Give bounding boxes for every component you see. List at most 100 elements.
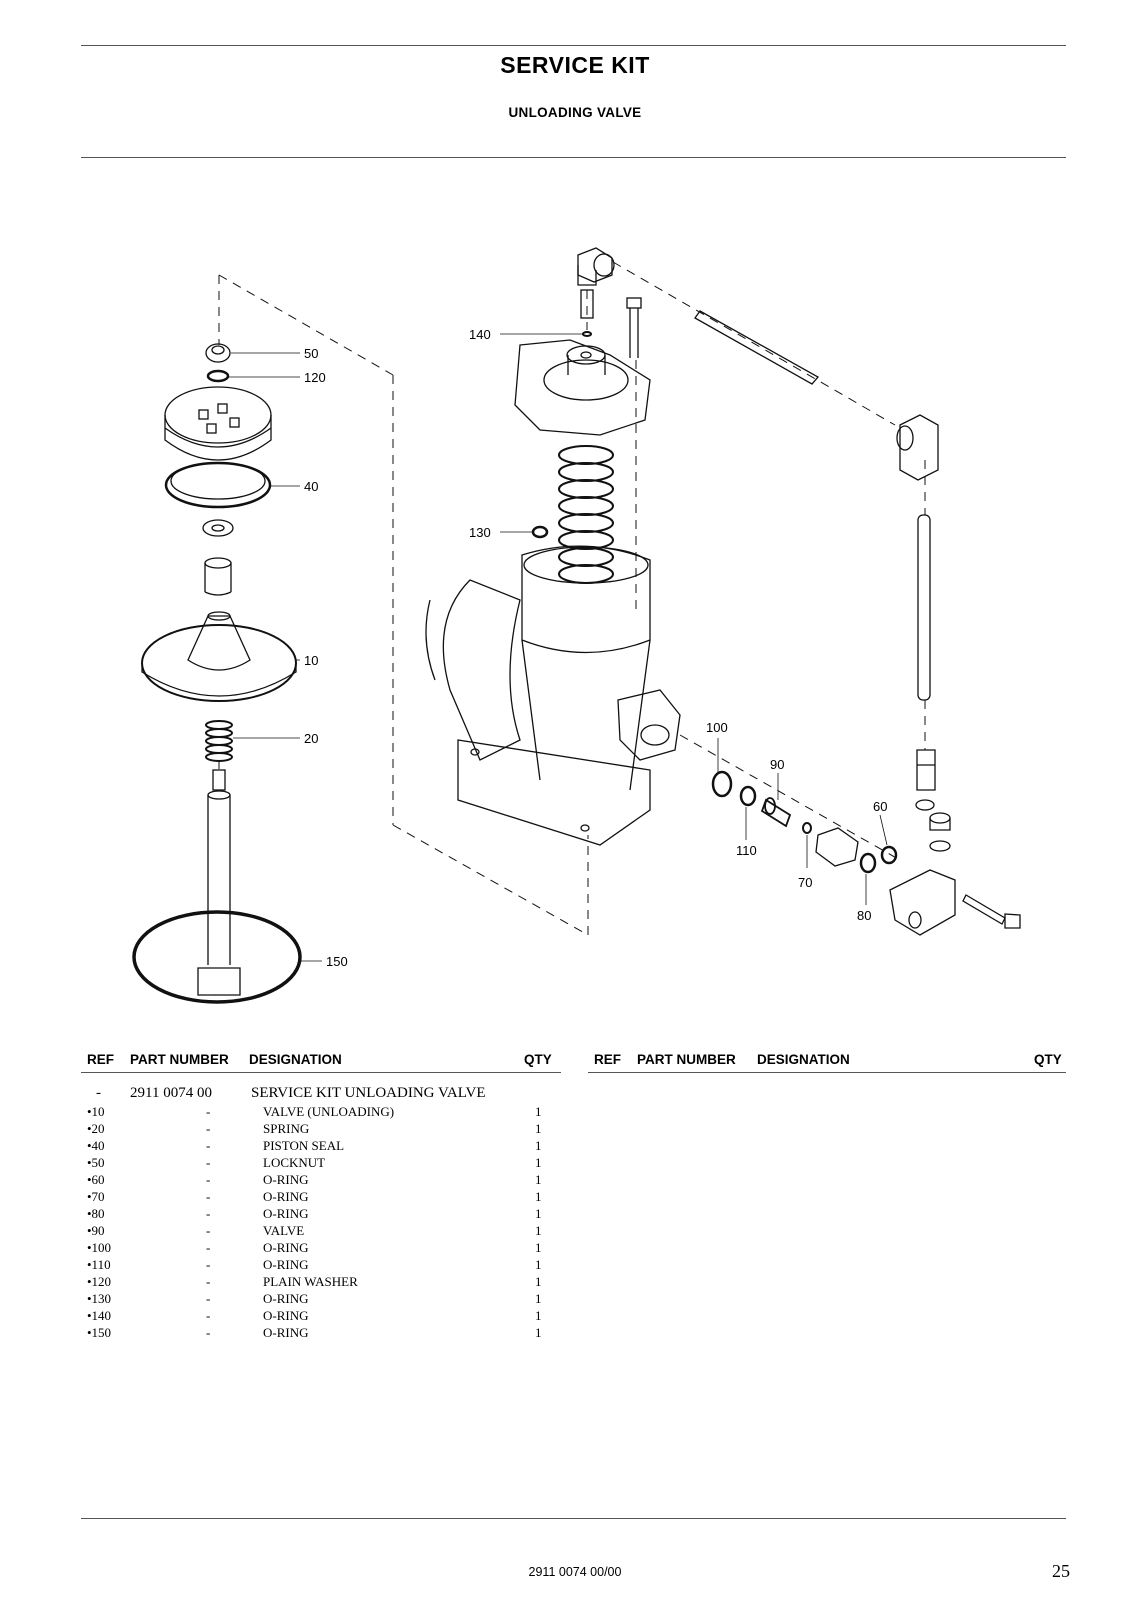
row-qty: 1: [535, 1291, 542, 1306]
o-ring-70: [802, 822, 812, 834]
plain-washer: [206, 369, 230, 383]
callout-70: 70: [798, 875, 812, 890]
washer-60b: [929, 840, 951, 852]
row-qty: 1: [535, 1274, 542, 1289]
row-designation: O-RING: [263, 1240, 309, 1255]
callout-110: 110: [736, 843, 757, 858]
row-qty: 1: [535, 1104, 542, 1119]
top-rule: [81, 45, 1066, 46]
row-designation: O-RING: [263, 1206, 309, 1221]
o-ring-140: [582, 331, 592, 337]
document-code: 2911 0074 00/00: [528, 1565, 622, 1579]
footer-rule: [81, 1518, 1066, 1519]
elbow-fitting: [577, 247, 615, 286]
piston-seal: [164, 461, 272, 509]
row-part-number: -: [206, 1155, 211, 1170]
callout-20: 20: [304, 731, 318, 746]
callout-140: 140: [469, 327, 491, 342]
row-part-number: -: [206, 1325, 211, 1340]
right-header-rule: [588, 1072, 1066, 1073]
row-part-number: -: [206, 1138, 211, 1153]
row-designation: O-RING: [263, 1308, 309, 1323]
row-ref: •130: [87, 1291, 112, 1306]
callout-60: 60: [873, 799, 887, 814]
row-qty: 1: [535, 1155, 542, 1170]
sleeve: [204, 557, 232, 596]
spring-small: [205, 720, 233, 762]
valve-90: [760, 797, 792, 828]
row-part-number: -: [206, 1121, 211, 1136]
row-qty: 1: [535, 1138, 542, 1153]
nipple: [580, 289, 594, 319]
callout-120: 120: [304, 370, 326, 385]
o-ring-110: [739, 785, 757, 807]
row-ref: •150: [87, 1325, 112, 1340]
o-ring-130: [531, 525, 549, 539]
row-designation: O-RING: [263, 1257, 309, 1272]
row-designation: SPRING: [263, 1121, 310, 1136]
row-ref: •140: [87, 1308, 112, 1323]
row-part-number: -: [206, 1172, 211, 1187]
right-designation-header: DESIGNATION: [757, 1052, 850, 1067]
row-ref: •60: [87, 1172, 105, 1187]
header-bottom-rule: [81, 157, 1066, 158]
bolt: [626, 297, 642, 358]
valve-block: [889, 869, 956, 936]
row-ref: •50: [87, 1155, 105, 1170]
row-qty: 1: [535, 1206, 542, 1221]
o-ring-60: [880, 845, 898, 865]
callout-50: 50: [304, 346, 318, 361]
left-designation-header: DESIGNATION: [249, 1052, 342, 1067]
row-designation: O-RING: [263, 1325, 309, 1340]
connector: [916, 749, 936, 791]
row-ref: •120: [87, 1274, 112, 1289]
plug: [929, 812, 951, 831]
piston: [164, 386, 272, 461]
right-part-number-header: PART NUMBER: [637, 1052, 736, 1067]
page-title: SERVICE KIT: [500, 52, 650, 78]
row-qty: 1: [535, 1325, 542, 1340]
left-ref-header: REF: [87, 1052, 114, 1067]
long-bolt: [962, 894, 1021, 929]
unloading-valve-diaphragm: [141, 611, 297, 702]
row-ref: •40: [87, 1138, 105, 1153]
row-designation: PLAIN WASHER: [263, 1274, 358, 1289]
pipe-upper: [694, 310, 820, 385]
locknut: [205, 343, 231, 363]
callout-80: 80: [857, 908, 871, 923]
callout-90: 90: [770, 757, 784, 772]
row-ref: •10: [87, 1104, 105, 1119]
left-part-number-header: PART NUMBER: [130, 1052, 229, 1067]
left-qty-header: QTY: [524, 1052, 552, 1067]
bushing: [202, 519, 234, 537]
row-ref: •110: [87, 1257, 111, 1272]
exploded-diagram: 50 120 40 10 20 150 140 130 100 90 110 7…: [132, 247, 1021, 1004]
leader-lines: [229, 333, 888, 962]
washer-60a: [915, 799, 935, 811]
row-designation: VALVE (UNLOADING): [263, 1104, 395, 1119]
kit-designation: SERVICE KIT UNLOADING VALVE: [251, 1085, 486, 1101]
elbow-upper-right: [896, 414, 939, 481]
row-ref: •90: [87, 1223, 105, 1238]
callout-130: 130: [469, 525, 491, 540]
row-part-number: -: [206, 1257, 211, 1272]
assembly-lines: [218, 261, 926, 936]
page-subtitle: UNLOADING VALVE: [508, 105, 642, 120]
row-ref: •100: [87, 1240, 112, 1255]
row-part-number: -: [206, 1223, 211, 1238]
row-qty: 1: [535, 1308, 542, 1323]
left-header-rule: [81, 1072, 561, 1073]
kit-ref: -: [96, 1085, 101, 1101]
valve-body-cartridge: [815, 827, 859, 867]
row-part-number: -: [206, 1206, 211, 1221]
row-qty: 1: [535, 1257, 542, 1272]
row-part-number: -: [206, 1291, 211, 1306]
row-qty: 1: [535, 1189, 542, 1204]
row-ref: •80: [87, 1206, 105, 1221]
pipe-vertical: [917, 514, 931, 701]
row-qty: 1: [535, 1172, 542, 1187]
row-part-number: -: [206, 1240, 211, 1255]
row-designation: PISTON SEAL: [263, 1138, 345, 1153]
row-qty: 1: [535, 1240, 542, 1255]
row-designation: O-RING: [263, 1291, 309, 1306]
